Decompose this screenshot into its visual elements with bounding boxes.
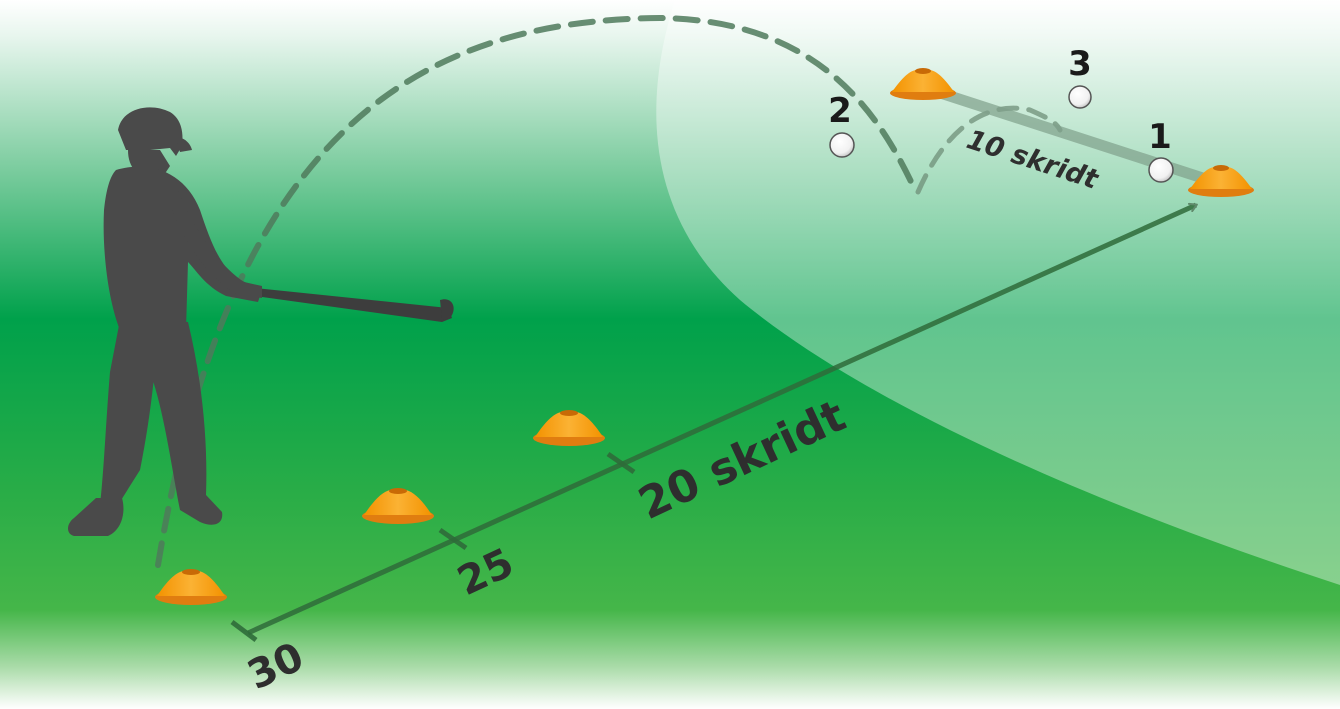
cone-icon (890, 68, 956, 100)
golf-ball-icon (1068, 85, 1092, 109)
measure-line (246, 202, 1198, 636)
tick-mark-20 (606, 451, 636, 475)
ball-bounce-trajectory (915, 105, 1063, 195)
ball-label-1: 1 (1148, 117, 1172, 157)
golf-ball-icon (1148, 157, 1174, 183)
tick-mark-25 (438, 527, 468, 551)
cone-icon (362, 488, 434, 524)
ball-label-2: 2 (828, 91, 852, 131)
golf-club (255, 288, 452, 322)
tick-mark-30 (230, 620, 258, 642)
cone-icon (533, 410, 605, 446)
cone-icon (1188, 165, 1254, 197)
golf-ball-icon (829, 132, 855, 158)
golfer-silhouette (68, 107, 454, 536)
ball-label-3: 3 (1068, 44, 1092, 84)
cone-icon (155, 569, 227, 605)
